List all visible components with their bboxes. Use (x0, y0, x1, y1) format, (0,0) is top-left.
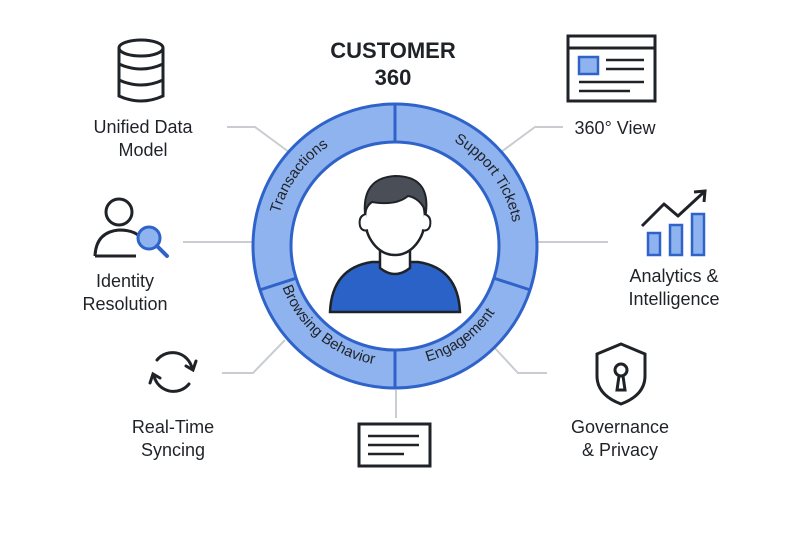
view-360-label: 360° View (575, 118, 657, 138)
avatar-ear-left (358, 213, 369, 232)
identity-resolution-label-line2: Resolution (82, 294, 167, 314)
avatar-hair (363, 174, 428, 216)
avatar-body (328, 260, 462, 314)
document-card-icon (357, 422, 432, 468)
customer-avatar-icon (328, 174, 462, 314)
analytics-label-line2: Intelligence (628, 289, 719, 309)
browser-window-icon (566, 34, 657, 103)
unified-data-model-label-line2: Model (118, 140, 167, 160)
connector-360-view (496, 126, 563, 156)
feature-governance-privacy: Governance & Privacy (571, 342, 669, 460)
diagram-title-line1: CUSTOMER (330, 38, 456, 63)
feature-analytics-intelligence: Analytics & Intelligence (628, 189, 720, 309)
connector-unified-data (227, 126, 294, 156)
real-time-syncing-label-line2: Syncing (141, 440, 205, 460)
ring-divider (259, 276, 297, 292)
governance-label-line1: Governance (571, 417, 669, 437)
feature-unified-data-model: Unified Data Model (93, 38, 194, 160)
ring-dividers (259, 104, 531, 388)
ring-divider (493, 276, 531, 292)
shield-lock-icon (595, 342, 647, 406)
bar-chart-trend-icon (640, 189, 707, 257)
database-icon (117, 38, 165, 103)
diagram-title-line2: 360 (375, 65, 412, 90)
analytics-label-line1: Analytics & (629, 266, 718, 286)
user-search-icon (93, 197, 169, 258)
avatar-ear-right (421, 213, 432, 232)
connector-governance (491, 344, 547, 374)
identity-resolution-label-line1: Identity (96, 271, 154, 291)
sync-icon (148, 351, 198, 393)
unified-data-model-label-line1: Unified Data (93, 117, 193, 137)
connectors (183, 126, 608, 418)
connector-real-time (222, 339, 286, 374)
feature-real-time-syncing: Real-Time Syncing (132, 351, 214, 460)
governance-label-line2: & Privacy (582, 440, 658, 460)
feature-identity-resolution: Identity Resolution (82, 197, 169, 314)
real-time-syncing-label-line1: Real-Time (132, 417, 214, 437)
feature-360-view: 360° View (566, 34, 657, 138)
